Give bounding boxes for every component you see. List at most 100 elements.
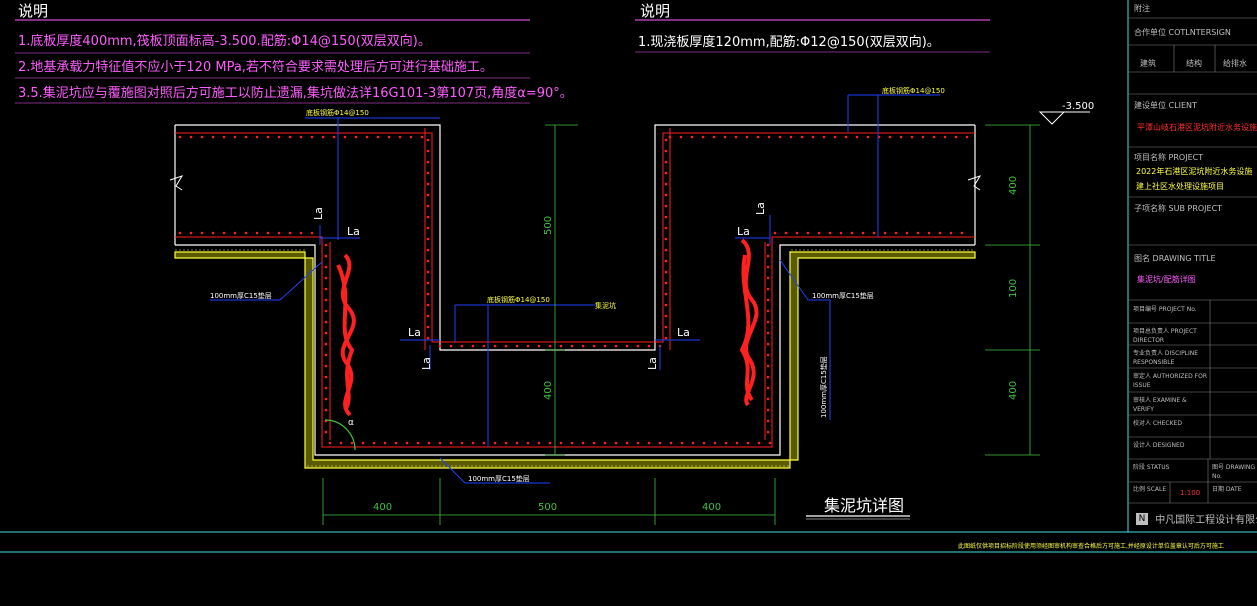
rebar-dot [766,408,770,412]
rebar-dot [277,135,281,139]
rebar-dot [324,265,328,269]
rebar-dot [420,135,424,139]
rebar-dot [603,344,607,348]
rebar-dot [767,135,771,139]
rebar-dot [766,375,770,379]
sump-label: 集泥坑 [595,301,616,310]
dim-bottom-left: 400 [373,502,392,513]
dim-bottom-middle: 500 [538,502,557,513]
rebar-dot [426,314,430,318]
rebar-dot [866,135,870,139]
rebar-dot [766,320,770,324]
rebar-dot [332,135,336,139]
break-mark-right [967,175,982,191]
drawing-title: 集泥坑详图 [824,496,905,515]
rebar-dot [504,441,508,445]
rebar-dot [426,303,430,307]
rebar-dot [559,441,563,445]
company-logo-icon: N [1136,512,1148,525]
company-logo: N 中凡国际工程设计有限公司 [1136,511,1257,526]
rebar-dot [426,171,430,175]
rebar-dot [679,135,683,139]
rebar-dot [664,303,668,307]
la-label: La [677,326,690,339]
rebar-dot [766,419,770,423]
rebar-dot [438,441,442,445]
rebar-dot [426,215,430,219]
rebar-dot [784,231,788,235]
rebar-dot [910,135,914,139]
rebar-dot [905,231,909,235]
rebar-dot [328,441,332,445]
rebar-dot [255,231,259,235]
rebar-dot [664,259,668,263]
rebar-dot [299,135,303,139]
rebar-dot [614,441,618,445]
rebar-dot [233,135,237,139]
rebar-dot [811,135,815,139]
rebar-dot [493,344,497,348]
rebar-dot [189,231,193,235]
rebar-dot [668,135,672,139]
rebar-dot [324,287,328,291]
rebar-dot [757,441,761,445]
rebar-dot [493,441,497,445]
rebar-dot [426,336,430,340]
rebar-dot [504,344,508,348]
rebar-dot [691,441,695,445]
cushion-label-vertical: 100mm厚C15垫层 [819,356,828,418]
rebar-dot [324,309,328,313]
rebar-dot [324,298,328,302]
drawing-frame [0,0,1257,553]
tb-cosign-arch: 建筑 [1140,59,1156,68]
la-label-vertical: La [420,357,433,370]
tb-row-project-no: 项目编号 PROJECT No. [1133,306,1197,313]
rebar-dot [592,344,596,348]
rebar-dot [324,254,328,258]
rebar-dot [178,231,182,235]
rebar-dot [189,135,193,139]
rebar-dot [680,441,684,445]
rebar-dot [361,441,365,445]
revision-scribble-left [336,253,356,417]
rebar-dot [844,135,848,139]
tb-drawing-title-label: 图名 DRAWING TITLE [1134,254,1216,263]
tb-cosign-plumb: 给排水 [1223,59,1247,68]
rebar-dot [766,364,770,368]
rebar-dot [664,204,668,208]
rebar-dot [416,441,420,445]
tb-row-designed: 设计人 DESIGNED [1133,442,1185,449]
rebar-dot [426,193,430,197]
notes-right-line-1: 1.现浇板厚度120mm,配筋:Φ12@150(双层双向)。 [638,35,940,50]
rebar-dot [713,441,717,445]
rebar-dot [723,135,727,139]
rebar-dot [426,270,430,274]
rebar-dot [614,344,618,348]
rebar-dot [872,231,876,235]
tb-row-discipline: 专业负责人 DISCIPLINE RESPONSIBLE [1133,350,1199,366]
rebar-dot [324,408,328,412]
rebar-dot [460,441,464,445]
cushion-label-right: 100mm厚C15垫层 [812,291,874,300]
rebar-dot [354,135,358,139]
rebar-dot [581,344,585,348]
rebar-dot [324,331,328,335]
rebar-dot [394,441,398,445]
rebar-dot [664,193,668,197]
rebar-dot [932,135,936,139]
notes-right-title: 说明 [640,2,671,20]
rebar-dot [178,135,182,139]
rebar-dot [211,231,215,235]
dim-right-bottom: 400 [1008,381,1019,400]
rebar-dot [701,135,705,139]
tb-project-label: 项目名称 PROJECT [1134,153,1204,162]
rebar-dot [647,344,651,348]
rebar-dot [426,248,430,252]
dim-bottom-right: 400 [702,502,721,513]
rebar-dot [603,441,607,445]
rebar-dot [482,441,486,445]
tb-scale-value: 1:100 [1180,489,1201,497]
rebar-dot [570,441,574,445]
rebar-dot [766,430,770,434]
la-label-vertical: La [646,357,659,370]
